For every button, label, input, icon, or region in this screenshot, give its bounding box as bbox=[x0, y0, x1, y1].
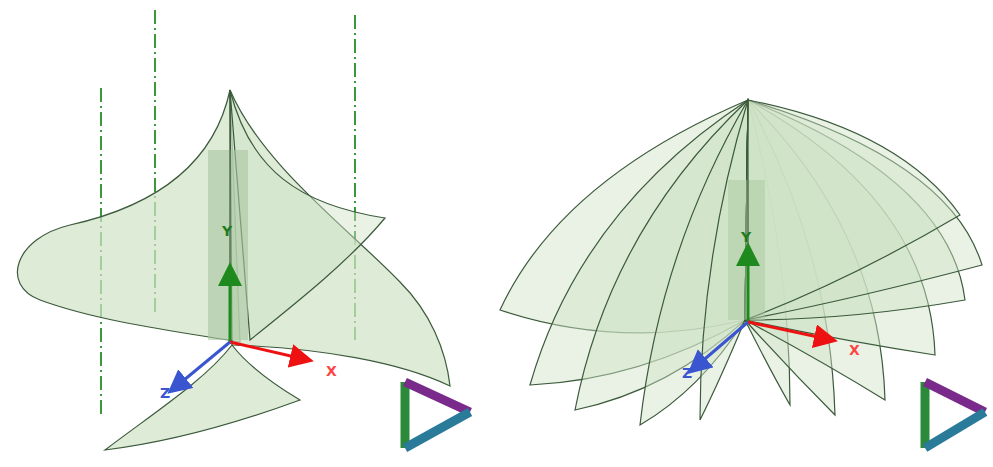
axis-triad bbox=[692, 248, 832, 370]
axis-label: Y bbox=[741, 230, 751, 244]
axis-label: X bbox=[326, 364, 337, 378]
axis-label: Z bbox=[160, 386, 170, 400]
swept-surface bbox=[17, 90, 450, 450]
axis-label: Z bbox=[682, 366, 692, 380]
logo bbox=[405, 382, 470, 448]
axis-label: Y bbox=[222, 224, 232, 238]
logo bbox=[925, 382, 985, 448]
petal-surfaces bbox=[500, 100, 982, 425]
axis-label: X bbox=[849, 343, 860, 357]
axis-triad bbox=[172, 268, 308, 390]
